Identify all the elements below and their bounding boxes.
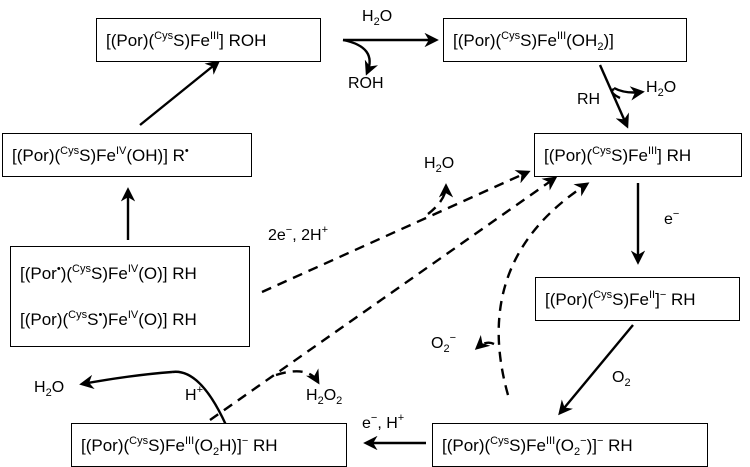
arrow-hydroperoxo-up — [171, 370, 228, 426]
box-hydroperoxo: [(Por)(CysS)FeIII(O2H)]− RH — [71, 423, 347, 467]
arrow-water-release — [613, 86, 645, 101]
label-superoxide-release: O2− — [431, 332, 457, 355]
arrow-ferrous-to-superoxo — [558, 324, 634, 416]
arrow-superoxide-release — [474, 334, 495, 350]
arrow-shunt-hydroperoxo — [209, 176, 558, 421]
box-compound-2: [(Por)(CysS)FeIV(OH)] R• — [2, 133, 252, 177]
label-electron: e− — [664, 208, 680, 228]
arrow-shunt-superoxo — [497, 182, 590, 396]
arrow-shunt-water — [427, 183, 454, 215]
label-roh-out: ROH — [348, 75, 384, 92]
label-h2o2-release: H2O2 — [306, 387, 343, 407]
label-peroxide-shunt: 2e−, 2H+ — [268, 224, 329, 244]
label-h2o-release-right: H2O — [646, 79, 677, 99]
box-ferrous: [(Por)(CysS)FeII]− RH — [535, 277, 740, 321]
box-superoxo: [(Por)(CysS)FeIII(O2−)]− RH — [432, 423, 708, 467]
arrow-shunt-compound1 — [261, 170, 531, 294]
label-h2o-release-left: H2O — [34, 379, 65, 399]
compound-1-porphyrin-radical: [(Por•)(CysS)FeIV(O)] RH — [20, 262, 197, 283]
box-resting-state: [(Por)(CysS)FeIII(OH2)] — [443, 18, 687, 62]
arrow-compound2-to-product — [139, 60, 221, 126]
arrow-roh-release — [342, 38, 379, 76]
arrow-rh-binding — [610, 87, 621, 100]
arrow-resting-to-substrate — [598, 64, 629, 129]
box-product: [(Por)(CysS)FeIII] ROH — [96, 18, 321, 62]
label-proton: H+ — [185, 384, 203, 404]
label-electron-proton: e−, H+ — [362, 412, 405, 432]
label-h2o-shunt-release: H2O — [424, 155, 455, 175]
label-h2o-in: H2O — [362, 8, 393, 28]
label-o2-in: O2 — [612, 369, 631, 389]
label-rh-in: RH — [577, 91, 601, 108]
arrow-h2o2-release — [275, 368, 320, 385]
compound-1-thiyl-radical: [(Por)(CysS•)FeIV(O)] RH — [20, 308, 197, 329]
box-substrate-bound: [(Por)(CysS)FeIII] RH — [534, 133, 742, 177]
arrow-water-release-left — [79, 370, 173, 390]
box-compound-1: [(Por•)(CysS)FeIV(O)] RH [(Por)(CysS•)Fe… — [10, 246, 250, 347]
